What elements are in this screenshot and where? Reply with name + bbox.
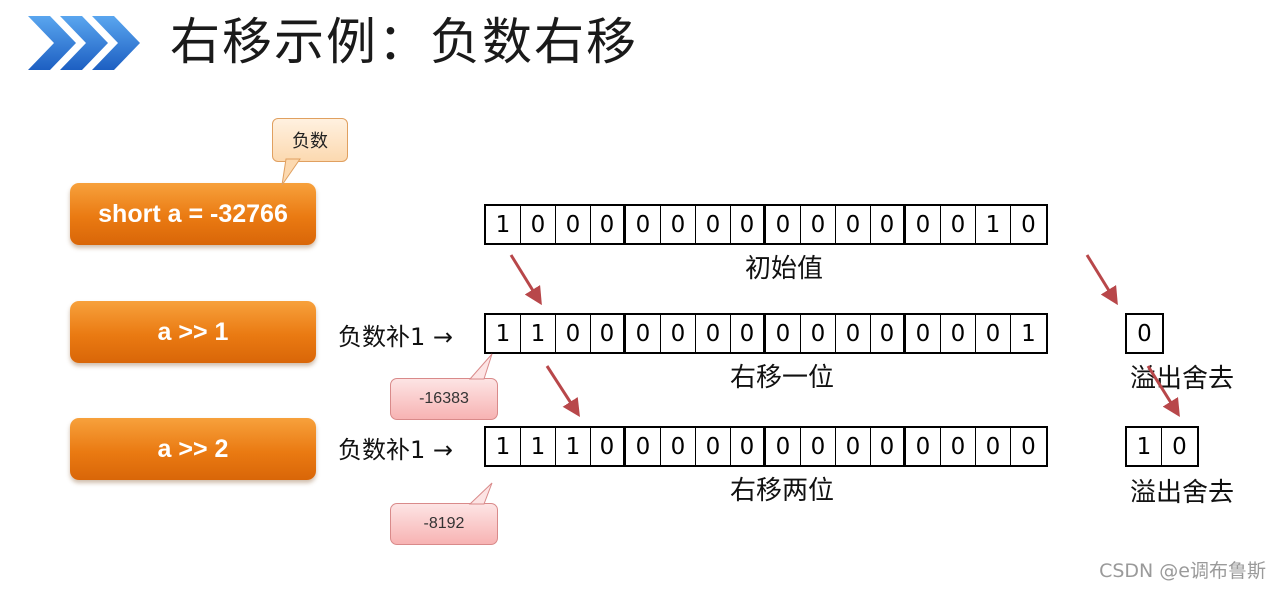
shift-two-bit-4: 0 bbox=[626, 428, 661, 465]
shift-one-bit-6: 0 bbox=[696, 315, 731, 352]
result-callout-2-tail bbox=[468, 482, 493, 505]
initial-bit-10: 0 bbox=[836, 206, 871, 243]
declaration-box: short a = -32766 bbox=[70, 183, 316, 245]
initial-bit-6: 0 bbox=[696, 206, 731, 243]
shift-one-caption: 右移一位 bbox=[730, 363, 835, 393]
shift-arrow-1 bbox=[509, 254, 542, 306]
initial-bit-12: 0 bbox=[906, 206, 941, 243]
initial-bit-0: 1 bbox=[486, 206, 521, 243]
shift-two-caption: 右移两位 bbox=[730, 476, 835, 506]
shift-one-bit-1: 1 bbox=[521, 315, 556, 352]
shift-one-bit-0: 1 bbox=[486, 315, 521, 352]
shift-two-bit-15: 0 bbox=[1021, 433, 1036, 460]
shift-one-bit-11: 0 bbox=[871, 315, 906, 352]
initial-bit-4: 0 bbox=[626, 206, 661, 243]
overflow-one-row: 0 bbox=[1125, 313, 1164, 354]
shift-two-bit-11: 0 bbox=[871, 428, 906, 465]
initial-bit-11: 0 bbox=[871, 206, 906, 243]
result-callout-2: -8192 bbox=[390, 503, 498, 545]
negative-callout: 负数 bbox=[272, 118, 348, 162]
initial-bit-15: 0 bbox=[1021, 211, 1036, 238]
shift-one-bit-5: 0 bbox=[661, 315, 696, 352]
initial-bit-7: 0 bbox=[731, 206, 766, 243]
row1-prefix: 负数补1 → bbox=[338, 323, 454, 351]
shift-one-bit-9: 0 bbox=[801, 315, 836, 352]
shift-two-bit-8: 0 bbox=[766, 428, 801, 465]
shift-one-bit-10: 0 bbox=[836, 315, 871, 352]
shift-two-bit-10: 0 bbox=[836, 428, 871, 465]
shift-arrow-2 bbox=[545, 365, 580, 418]
overflow-two-caption: 溢出舍去 bbox=[1130, 478, 1235, 508]
shift-one-bit-7: 0 bbox=[731, 315, 766, 352]
shift-two-bit-14: 0 bbox=[976, 428, 1011, 465]
shift-two-box: a >> 2 bbox=[70, 418, 316, 480]
initial-caption: 初始值 bbox=[745, 254, 824, 284]
shift-one-bit-12: 0 bbox=[906, 315, 941, 352]
initial-bit-14: 1 bbox=[976, 206, 1011, 243]
shift-one-box: a >> 1 bbox=[70, 301, 316, 363]
initial-bit-5: 0 bbox=[661, 206, 696, 243]
shift-two-bit-3: 0 bbox=[591, 428, 626, 465]
overflow-one-bit-0: 0 bbox=[1137, 320, 1152, 347]
initial-bit-13: 0 bbox=[941, 206, 976, 243]
shift-two-bit-0: 1 bbox=[486, 428, 521, 465]
shift-two-bit-13: 0 bbox=[941, 428, 976, 465]
shift-one-bit-14: 0 bbox=[976, 315, 1011, 352]
result-callout-1: -16383 bbox=[390, 378, 498, 420]
row2-prefix: 负数补1 → bbox=[338, 436, 454, 464]
shift-two-bit-5: 0 bbox=[661, 428, 696, 465]
overflow-two-bit-1: 0 bbox=[1172, 433, 1187, 460]
shift-one-bit-15: 1 bbox=[1021, 320, 1036, 347]
result-callout-1-tail bbox=[468, 353, 493, 380]
initial-bit-1: 0 bbox=[521, 206, 556, 243]
shift-two-bit-1: 1 bbox=[521, 428, 556, 465]
shift-one-bit-2: 0 bbox=[556, 315, 591, 352]
shift-two-bit-12: 0 bbox=[906, 428, 941, 465]
shift-two-bit-6: 0 bbox=[696, 428, 731, 465]
shift-one-bit-3: 0 bbox=[591, 315, 626, 352]
shift-one-bit-8: 0 bbox=[766, 315, 801, 352]
negative-callout-tail bbox=[281, 158, 301, 186]
overflow-one-caption: 溢出舍去 bbox=[1130, 364, 1235, 394]
initial-bit-2: 0 bbox=[556, 206, 591, 243]
shift-one-bit-13: 0 bbox=[941, 315, 976, 352]
chevron-arrows-icon bbox=[28, 16, 140, 70]
shift-one-bit-4: 0 bbox=[626, 315, 661, 352]
page-title: 右移示例：负数右移 bbox=[170, 13, 638, 71]
watermark: CSDN @e调布鲁斯 bbox=[1099, 560, 1266, 582]
initial-bit-3: 0 bbox=[591, 206, 626, 243]
initial-bit-9: 0 bbox=[801, 206, 836, 243]
overflow-arrow-1 bbox=[1085, 254, 1118, 306]
shift-two-bit-7: 0 bbox=[731, 428, 766, 465]
shift-two-bit-2: 1 bbox=[556, 428, 591, 465]
overflow-two-bit-0: 1 bbox=[1127, 428, 1162, 465]
initial-bit-8: 0 bbox=[766, 206, 801, 243]
shift-two-bit-9: 0 bbox=[801, 428, 836, 465]
